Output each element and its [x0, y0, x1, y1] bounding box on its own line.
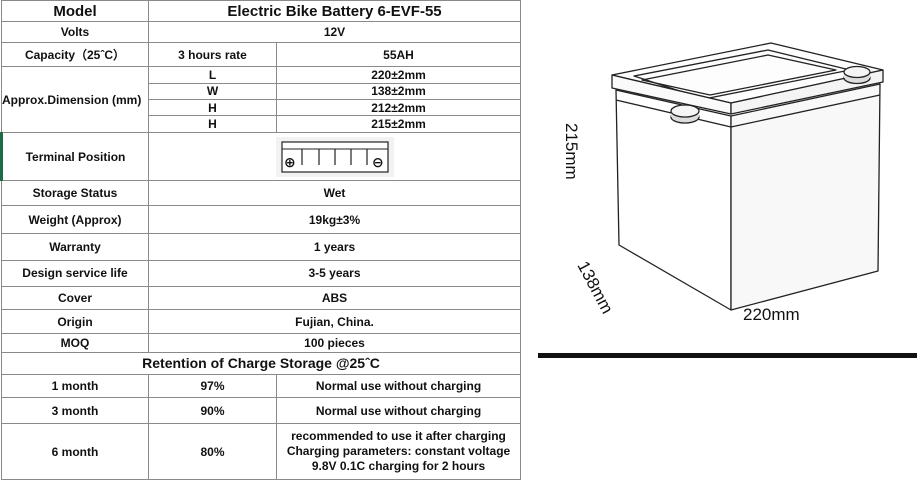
dimension-key: H	[148, 98, 277, 117]
table-row: Cover ABS	[1, 285, 522, 311]
dimension-key: H	[148, 115, 277, 134]
table-row: 3 month 90% Normal use without charging	[1, 396, 522, 425]
table-row: 1 month 97% Normal use without charging	[1, 373, 522, 399]
cover-label: Cover	[1, 285, 149, 311]
design-life-label: Design service life	[1, 259, 149, 287]
dimension-key: W	[148, 82, 277, 101]
storage-status-value: Wet	[147, 179, 522, 207]
retention-note: Normal use without charging	[275, 396, 522, 425]
divider-line	[538, 353, 917, 358]
table-row: Capacity（25ˆC） 3 hours rate 55AH	[1, 42, 522, 67]
capacity-label: Capacity（25ˆC）	[1, 42, 149, 67]
table-row: Approx.Dimension (mm) L 220±2mm	[1, 65, 522, 134]
model-value: Electric Bike Battery 6-EVF-55	[147, 0, 522, 23]
table-row: Retention of Charge Storage @25ˆC	[0, 351, 522, 375]
table-row: Design service life 3-5 years	[1, 259, 522, 287]
retention-percent: 80%	[148, 423, 277, 480]
height-dimension-label: 215mm	[562, 123, 581, 180]
warranty-value: 1 years	[147, 233, 522, 261]
positive-terminal-symbol: ⊕	[284, 155, 296, 171]
retention-note: recommended to use it after charging Cha…	[275, 423, 522, 480]
terminal-post-top	[670, 104, 700, 118]
storage-status-label: Storage Status	[1, 179, 149, 207]
table-row: Storage Status Wet	[1, 179, 522, 207]
origin-value: Fujian, China.	[147, 309, 522, 335]
dimension-value: 138±2mm	[275, 82, 522, 101]
model-label: Model	[1, 0, 149, 23]
capacity-rate: 3 hours rate	[148, 42, 277, 67]
dimension-value: 220±2mm	[275, 65, 522, 84]
retention-note: Normal use without charging	[275, 373, 522, 399]
volts-label: Volts	[1, 21, 149, 44]
table-row: Model Electric Bike Battery 6-EVF-55	[1, 0, 522, 23]
dimension-value: 215±2mm	[275, 115, 522, 134]
design-life-value: 3-5 years	[147, 259, 522, 287]
retention-percent: 90%	[148, 396, 277, 425]
negative-terminal-symbol: ⊖	[372, 155, 384, 171]
terminal-diagram-cell: ⊕ ⊖	[147, 132, 522, 181]
warranty-label: Warranty	[1, 233, 149, 261]
table-row: Weight (Approx) 19kg±3%	[1, 205, 522, 235]
terminal-label: Terminal Position	[0, 132, 149, 181]
length-dimension-label: 220mm	[743, 305, 800, 324]
battery-terminals	[670, 65, 871, 124]
capacity-value: 55AH	[275, 42, 522, 67]
table-row: H 212±2mm	[2, 98, 522, 117]
table-row: Volts 12V	[1, 21, 522, 44]
terminal-post-top	[843, 65, 871, 79]
retention-title: Retention of Charge Storage @25ˆC	[0, 351, 522, 375]
cover-value: ABS	[147, 285, 522, 311]
battery-lid-label-area	[641, 54, 837, 96]
battery-band-line	[730, 94, 881, 128]
weight-label: Weight (Approx)	[1, 205, 149, 235]
weight-value: 19kg±3%	[147, 205, 522, 235]
origin-label: Origin	[1, 309, 149, 335]
retention-period: 1 month	[1, 373, 149, 399]
width-dimension-label: 138mm	[573, 258, 616, 317]
moq-value: 100 pieces	[147, 333, 522, 353]
retention-percent: 97%	[148, 373, 277, 399]
dimension-key: L	[148, 65, 277, 84]
table-row: Origin Fujian, China.	[1, 309, 522, 335]
dimension-label: Approx.Dimension (mm)	[1, 65, 149, 134]
table-row: Warranty 1 years	[1, 233, 522, 261]
dimension-value: 212±2mm	[275, 98, 522, 117]
battery-body-side	[730, 83, 881, 311]
moq-label: MOQ	[1, 333, 149, 353]
volts-value: 12V	[147, 21, 522, 44]
spec-table: Model Electric Bike Battery 6-EVF-55 Vol…	[0, 0, 522, 480]
table-row: 6 month 80% recommended to use it after …	[1, 423, 522, 480]
table-row: MOQ 100 pieces	[1, 333, 522, 353]
retention-period: 6 month	[1, 423, 149, 480]
terminal-layout-icon: ⊕ ⊖	[275, 136, 394, 177]
retention-period: 3 month	[1, 396, 149, 425]
table-row: Terminal Position ⊕ ⊖	[0, 132, 522, 181]
battery-drawing: 215mm 138mm 220mm	[562, 42, 884, 324]
